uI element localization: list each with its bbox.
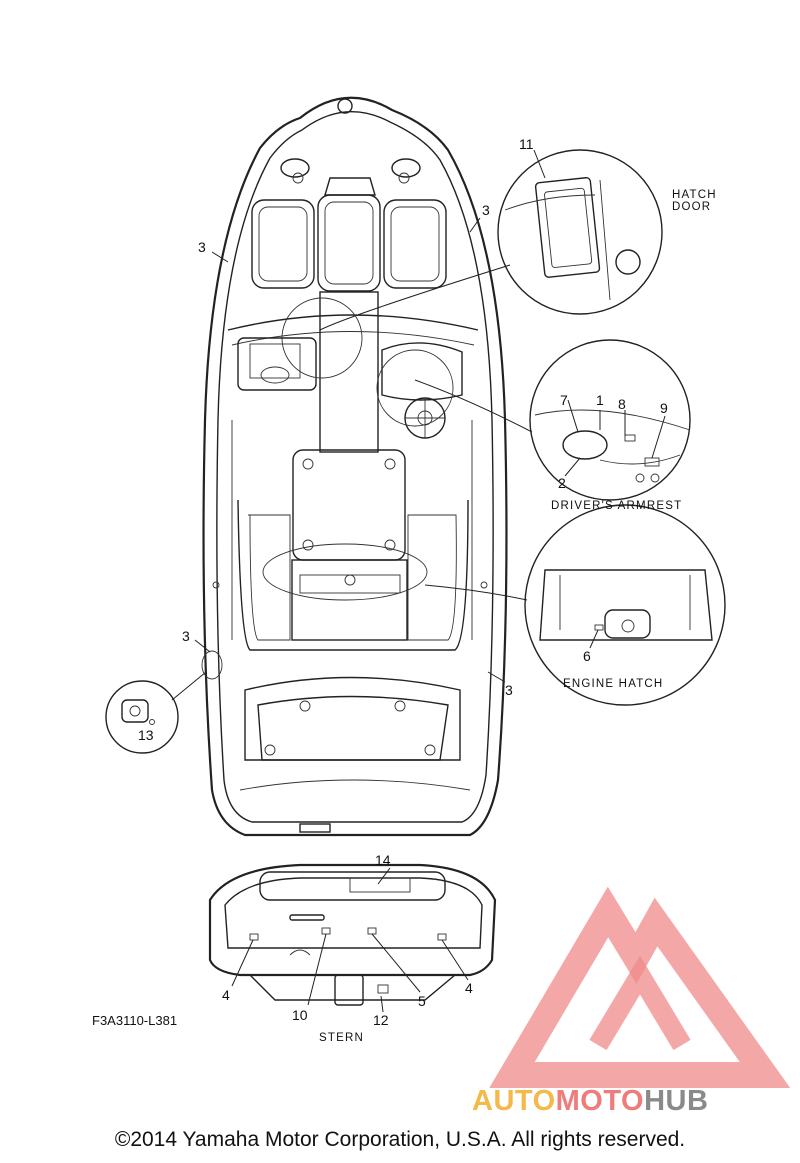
label-3-bow-left: 3 [198,239,206,255]
label-3-bow-right: 3 [482,202,490,218]
caption-door: DOOR [672,201,711,213]
stern-view [208,863,497,1006]
label-12: 12 [373,1012,389,1028]
label-11: 11 [519,136,534,152]
label-7: 7 [560,392,568,408]
label-3-side-right: 3 [505,682,513,698]
captions: HATCH DOOR DRIVER'S ARMREST ENGINE HATCH… [92,189,717,1044]
caption-drivers-armrest: DRIVER'S ARMREST [551,500,682,512]
label-2: 2 [558,475,566,491]
label-14: 14 [375,852,391,868]
copyright-notice: ©2014 Yamaha Motor Corporation, U.S.A. A… [114,1128,686,1151]
svg-text:AUTOMOTOHUB: AUTOMOTOHUB [472,1085,708,1117]
label-9: 9 [660,400,668,416]
label-5: 5 [418,993,426,1009]
detail-drivers-armrest [376,339,691,501]
detail-hatch-door [281,149,663,379]
caption-hatch: HATCH [672,189,717,201]
label-4-right: 4 [465,980,473,996]
detail-engine-hatch [262,504,726,706]
label-8: 8 [618,396,626,412]
label-6: 6 [583,648,591,664]
label-10: 10 [292,1007,308,1023]
caption-stern: STERN [319,1032,364,1044]
watermark-auto: AUTO [472,1085,556,1117]
label-4-left: 4 [222,987,230,1003]
watermark-moto: MOTO [556,1085,644,1117]
label-3-side-left: 3 [182,628,190,644]
label-1: 1 [596,392,604,408]
leader-lines [194,149,666,1013]
diagram-code: F3A3110-L381 [92,1013,177,1028]
detail-side-13 [105,650,223,754]
watermark-hub: HUB [644,1085,708,1117]
label-13: 13 [138,727,154,743]
watermark-logo: AUTOMOTOHUB [472,886,791,1117]
part-labels: 11 3 3 1 8 9 7 2 6 3 3 13 14 4 4 5 10 12 [138,136,668,1028]
caption-engine-hatch: ENGINE HATCH [563,678,663,690]
hull-top-view [202,96,508,837]
